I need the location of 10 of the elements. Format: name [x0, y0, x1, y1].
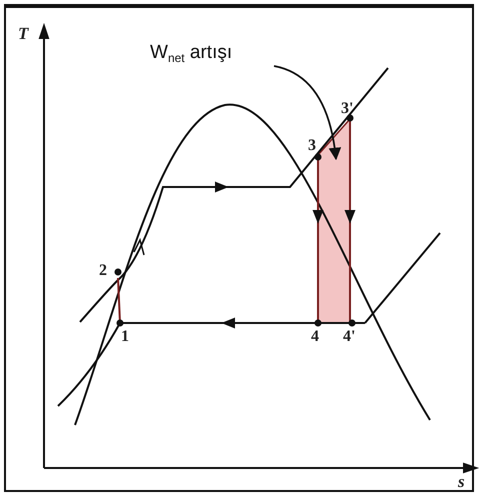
- state-point-label: 3: [308, 138, 316, 154]
- state-point-label: 3': [341, 101, 354, 117]
- pointer-arrow: [274, 65, 341, 160]
- state-point-label: 2: [99, 263, 107, 279]
- annotation-text: W$_{net}$ artışı: [150, 42, 232, 65]
- axis-label: s: [458, 473, 465, 490]
- state-point-label: 4: [311, 329, 319, 345]
- state-point-label: 4': [343, 329, 356, 345]
- axis-label: T: [18, 25, 28, 42]
- state-point-label: 1: [121, 329, 129, 345]
